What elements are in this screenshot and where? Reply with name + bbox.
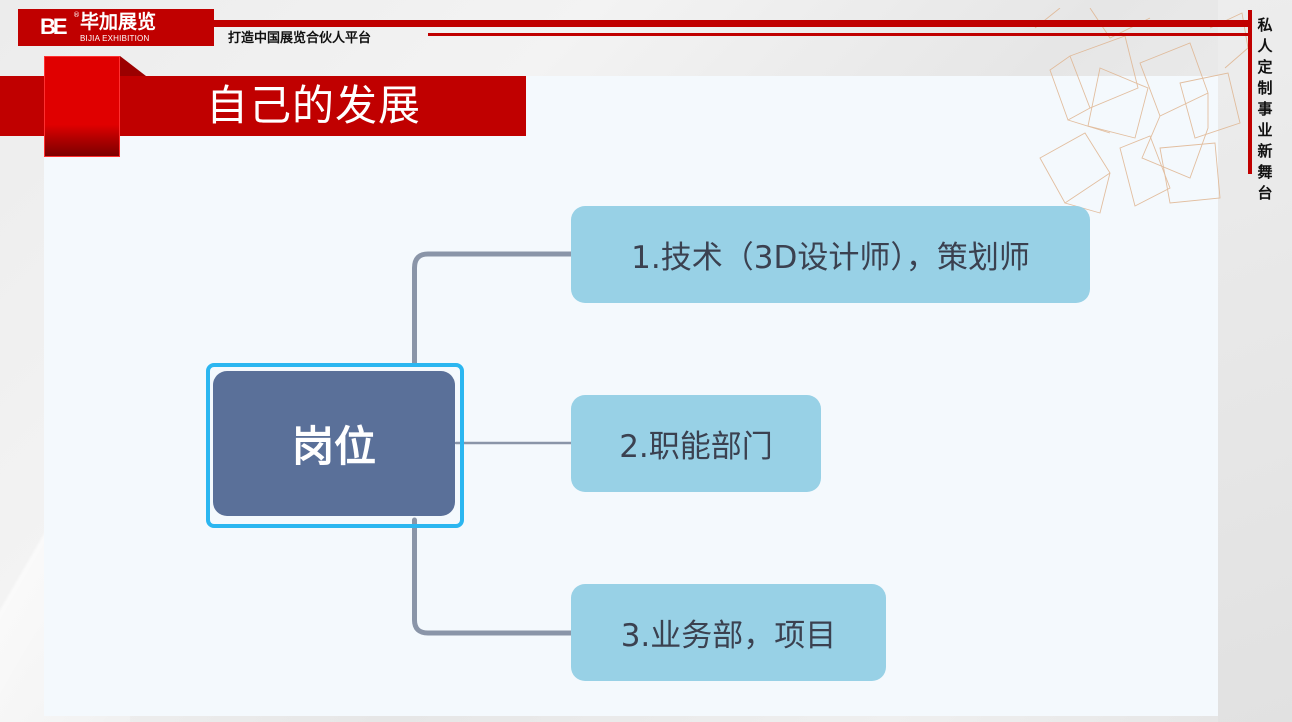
child-node-label: 2.职能部门 (619, 429, 773, 465)
header-rule-thick (214, 20, 1250, 27)
child-node-business[interactable]: 3.业务部，项目 (571, 584, 886, 681)
logo-name-en: BIJIA EXHIBITION (80, 34, 150, 43)
child-node-label: 1.技术（3D设计师），策划师 (631, 240, 1030, 276)
root-node-label: 岗位 (291, 422, 376, 471)
banner-fold (120, 56, 146, 76)
side-vertical-text: 私人定制事业新舞台 (1257, 16, 1273, 202)
child-node-functional[interactable]: 2.职能部门 (571, 395, 821, 492)
background-facet-right (1218, 0, 1292, 722)
cube-pattern-icon (1034, 8, 1248, 214)
registered-mark: ® (73, 11, 80, 19)
header-slogan: 打造中国展览合伙人平台 (228, 31, 372, 46)
logo-mark-icon: BE (40, 14, 68, 39)
child-node-technical[interactable]: 1.技术（3D设计师），策划师 (571, 206, 1090, 303)
slide-title: 自己的发展 (206, 81, 422, 130)
logo-name-cn: 毕加展览 (80, 11, 157, 33)
root-node[interactable]: 岗位 (213, 371, 455, 516)
child-node-label: 3.业务部，项目 (620, 618, 837, 654)
brand-logo: BE ® 毕加展览 BIJIA EXHIBITION (18, 9, 214, 46)
side-rule (1248, 10, 1252, 174)
banner-accent-square (44, 56, 120, 157)
header-rule-thin (428, 33, 1250, 36)
root-node-selection-outline (206, 363, 464, 528)
